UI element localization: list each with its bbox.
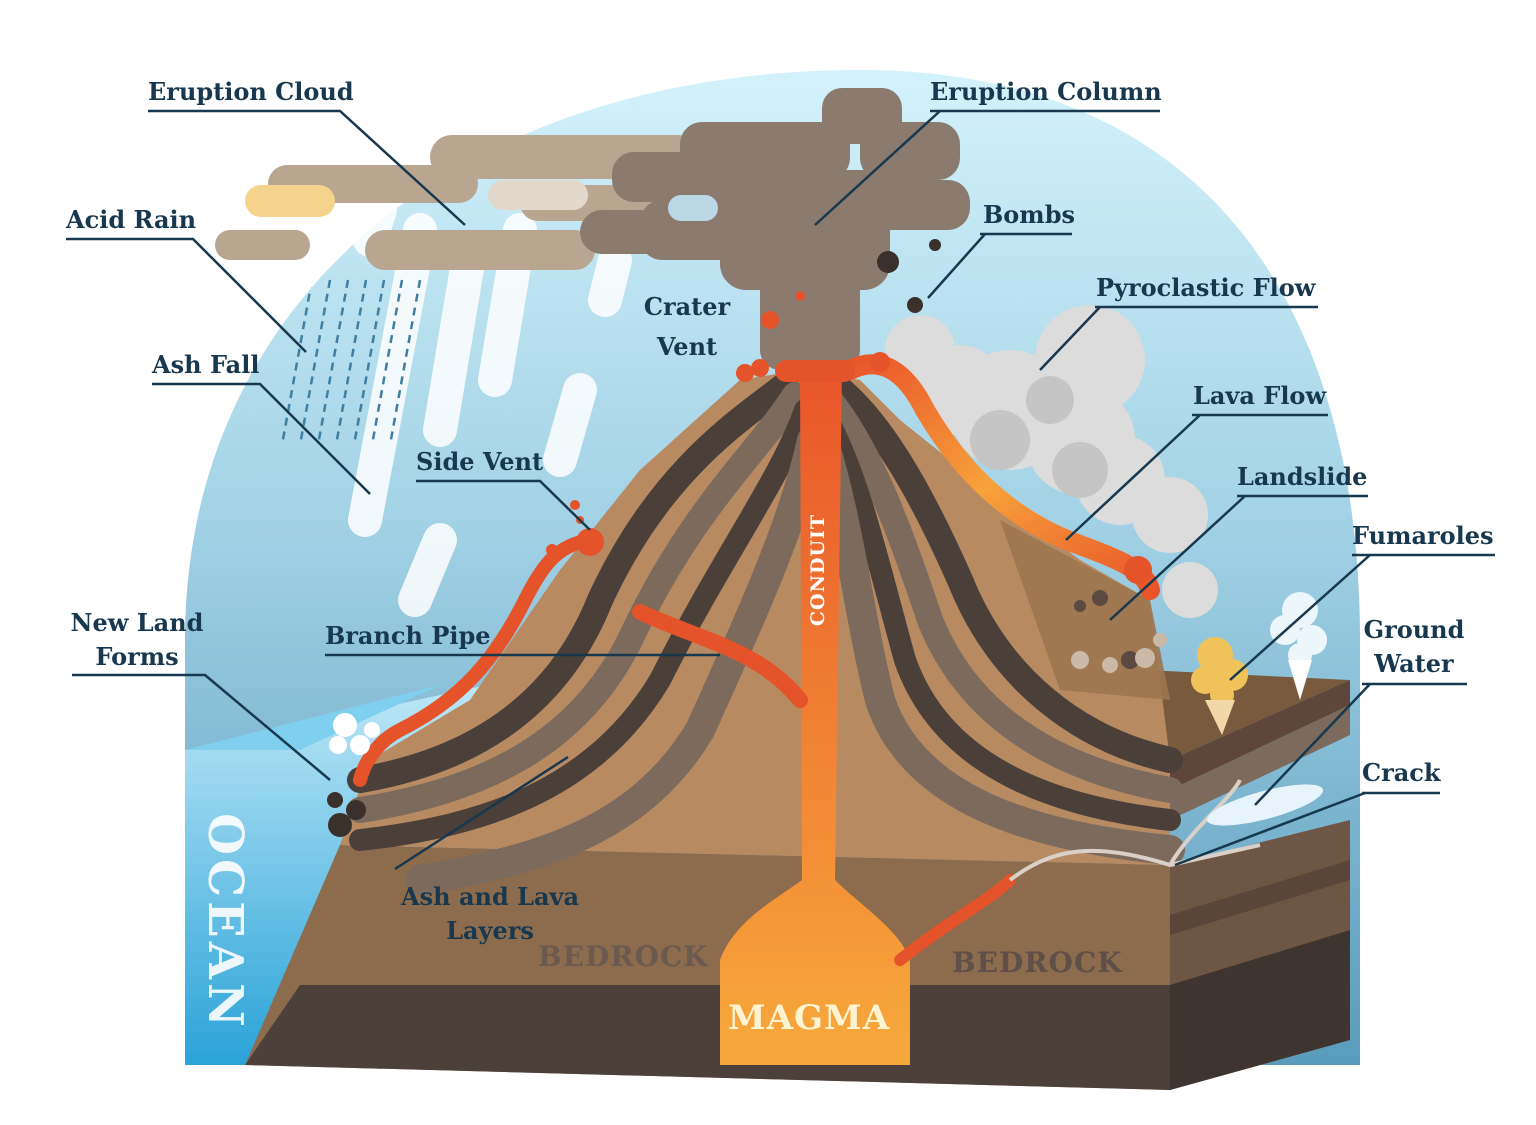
- label-eruption-cloud: Eruption Cloud: [148, 77, 354, 106]
- label-bedrock-left: BEDROCK: [538, 940, 709, 973]
- label-crater-vent-line1: Crater: [643, 292, 731, 321]
- label-ash-lava-line1: Ash and Lava: [401, 882, 579, 911]
- eruption-column: [580, 88, 970, 370]
- label-crater-vent-line2: Vent: [656, 332, 718, 361]
- label-fumaroles: Fumaroles: [1352, 521, 1494, 550]
- label-conduit: CONDUIT: [807, 513, 829, 627]
- label-eruption-column: Eruption Column: [930, 77, 1162, 106]
- label-crack: Crack: [1362, 758, 1441, 787]
- label-acid-rain: Acid Rain: [66, 205, 197, 234]
- leader-lines: [66, 109, 1495, 871]
- ground-water-lens: [1206, 784, 1324, 826]
- label-new-land-line1: New Land: [70, 608, 204, 637]
- label-new-land-line2: Forms: [95, 642, 179, 671]
- label-side-vent: Side Vent: [416, 447, 544, 476]
- label-ground-water-line1: Ground: [1363, 615, 1465, 644]
- side-vent-flow: [353, 533, 597, 787]
- conduit-pipe: [720, 370, 910, 1065]
- label-pyroclastic-flow: Pyroclastic Flow: [1096, 273, 1316, 302]
- label-ash-lava-line2: Layers: [446, 916, 534, 945]
- label-ash-fall: Ash Fall: [152, 350, 260, 379]
- label-conduit-wrap: CONDUIT: [793, 500, 843, 640]
- label-magma: MAGMA: [728, 998, 891, 1038]
- label-bombs: Bombs: [983, 200, 1075, 229]
- eruption-cloud: [215, 135, 700, 270]
- label-ocean-wrap: OCEAN: [190, 810, 260, 1035]
- label-bedrock-right: BEDROCK: [952, 946, 1123, 979]
- label-ground-water-line2: Water: [1374, 649, 1454, 678]
- label-ocean: OCEAN: [197, 813, 253, 1031]
- lava-flow-right: [840, 354, 1160, 600]
- label-lava-flow: Lava Flow: [1193, 381, 1327, 410]
- bombs: [877, 239, 941, 313]
- label-landslide: Landslide: [1237, 462, 1368, 491]
- label-branch-pipe: Branch Pipe: [325, 621, 491, 650]
- ash-fall-streaks: [348, 193, 632, 617]
